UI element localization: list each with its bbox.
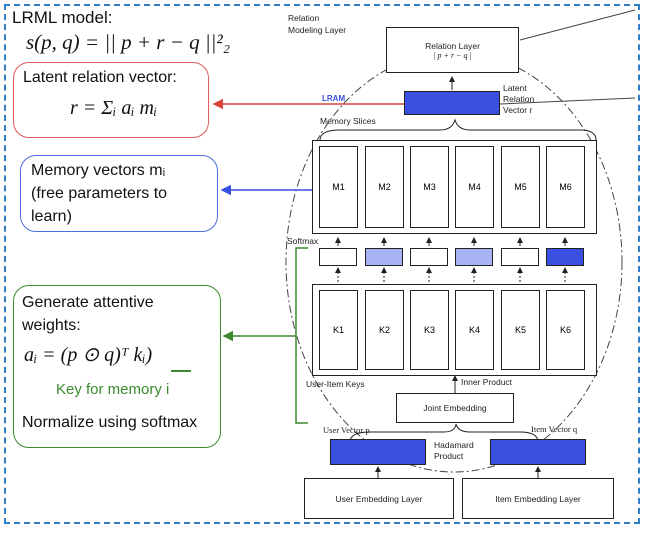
hadamard-label: Hadamard Product xyxy=(434,440,474,461)
attention-weight-5 xyxy=(501,248,539,266)
user-vector-bar xyxy=(330,439,426,465)
key-underline xyxy=(171,370,191,372)
key-slot-1: K1 xyxy=(319,290,358,370)
relation-layer-label: Relation Layer xyxy=(425,40,480,51)
normalize-softmax: Normalize using softmax xyxy=(22,414,198,431)
attention-weight-4 xyxy=(455,248,493,266)
dashed-frame xyxy=(4,4,640,524)
user-embedding-layer-box: User Embedding Layer xyxy=(304,478,454,519)
memory-slot-5: M5 xyxy=(501,146,540,228)
memory-slot-4: M4 xyxy=(455,146,494,228)
memory-slot-1: M1 xyxy=(319,146,358,228)
item-vector-label: Item Vector q xyxy=(531,424,578,434)
memory-vectors-callout: Memory vectors mᵢ (free parameters to le… xyxy=(20,155,218,232)
lram-label: LRAM xyxy=(322,94,346,103)
key-slot-3: K3 xyxy=(410,290,449,370)
memory-vectors-line3: learn) xyxy=(31,208,72,225)
inner-product-label: Inner Product xyxy=(461,377,513,387)
attentive-line1: Generate attentive xyxy=(22,294,154,311)
attentive-formula: aᵢ = (p ⊙ q)ᵀ kᵢ) xyxy=(24,344,153,366)
latent-relation-formula: r = Σᵢ aᵢ mᵢ xyxy=(70,97,158,119)
memory-slot-2: M2 xyxy=(365,146,404,228)
attention-weight-6 xyxy=(546,248,584,266)
softmax-label: Softmax xyxy=(287,236,319,246)
lram-oval xyxy=(285,51,623,473)
key-slot-4: K4 xyxy=(455,290,494,370)
memory-vectors-line1: Memory vectors mᵢ xyxy=(31,162,166,179)
relation-layer-formula: | p + r − q | xyxy=(433,50,472,60)
memory-slot-3: M3 xyxy=(410,146,449,228)
attention-weight-1 xyxy=(319,248,357,266)
latent-relation-vector-bar xyxy=(404,91,500,115)
key-slot-6: K6 xyxy=(546,290,585,370)
relation-layer-box: Relation Layer | p + r − q | xyxy=(386,27,519,73)
user-vector-label: User Vector p xyxy=(323,425,370,435)
latent-relation-vector-label: Latent Relation Vector r xyxy=(503,83,535,115)
latent-relation-callout: Latent relation vector: r = Σᵢ aᵢ mᵢ xyxy=(13,62,209,138)
memory-slices-label: Memory Slices xyxy=(320,116,376,126)
attentive-line2: weights: xyxy=(22,317,81,334)
joint-embedding-box: Joint Embedding xyxy=(396,393,514,423)
model-title: LRML model: xyxy=(12,8,113,27)
user-item-keys-label: User-Item Keys xyxy=(306,379,365,389)
key-note: Key for memory i xyxy=(56,381,170,398)
key-slot-2: K2 xyxy=(365,290,404,370)
key-slot-5: K5 xyxy=(501,290,540,370)
item-vector-bar xyxy=(490,439,586,465)
latent-relation-title: Latent relation vector: xyxy=(23,69,177,86)
memory-vectors-line2: (free parameters to xyxy=(31,185,168,202)
attentive-weights-callout: Generate attentive weights: aᵢ = (p ⊙ q)… xyxy=(13,285,221,448)
item-embedding-layer-box: Item Embedding Layer xyxy=(462,478,614,519)
model-formula: s(p, q) = || p + r − q ||²₂ xyxy=(26,30,231,54)
attention-weight-2 xyxy=(365,248,403,266)
memory-slot-6: M6 xyxy=(546,146,585,228)
attention-weight-3 xyxy=(410,248,448,266)
relation-modeling-layer-label: Relation Modeling Layer xyxy=(288,13,347,35)
